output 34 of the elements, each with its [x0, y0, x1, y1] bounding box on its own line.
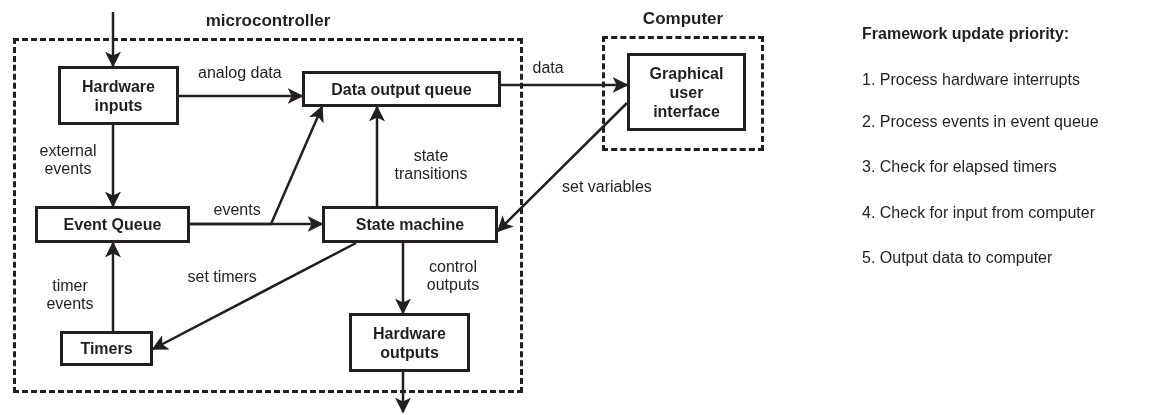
arrow — [105, 125, 121, 208]
list-item: 1. Process hardware interrupts — [862, 71, 1080, 89]
process-box — [35, 206, 190, 243]
arrow — [179, 88, 304, 104]
box-label: State machine — [355, 215, 465, 234]
arrow — [151, 241, 357, 351]
box-label: Graphical user interface — [648, 63, 725, 121]
list-item: 2. Process events in event queue — [862, 113, 1099, 131]
list-heading: Framework update priority: — [862, 25, 1070, 43]
box-label: Hardware inputs — [81, 76, 156, 115]
group-heading: microcontroller — [204, 11, 332, 31]
process-box — [302, 71, 501, 107]
list-item: 5. Output data to computer — [862, 249, 1053, 267]
process-box — [60, 331, 153, 366]
arrow — [501, 77, 629, 93]
list-item: 3. Check for elapsed timers — [862, 158, 1057, 176]
arrow — [190, 105, 324, 226]
arrow — [395, 372, 411, 414]
arrow — [105, 12, 121, 68]
arrow — [395, 243, 411, 315]
box-label: Event Queue — [63, 215, 162, 234]
arrow — [369, 105, 385, 206]
box-label: Hardware outputs — [372, 323, 447, 362]
group-heading: Computer — [641, 9, 725, 29]
list-item: 4. Check for input from computer — [862, 204, 1095, 222]
process-box — [349, 313, 470, 372]
edge-label: analog data — [196, 64, 284, 82]
box-label: Timers — [80, 339, 133, 358]
arrow — [496, 102, 628, 233]
process-box — [58, 66, 179, 125]
process-box — [322, 206, 498, 243]
arrow — [105, 241, 121, 331]
box-label: Data output queue — [331, 79, 472, 99]
process-box — [627, 53, 746, 131]
